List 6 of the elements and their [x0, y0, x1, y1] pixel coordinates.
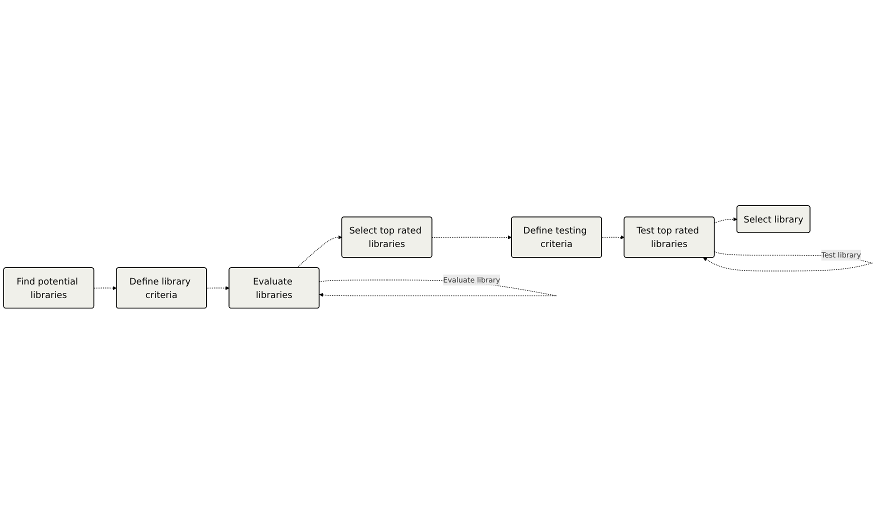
- arrow: [601, 234, 625, 239]
- arrow: [432, 235, 512, 239]
- arrow: [296, 234, 342, 268]
- arrow: [714, 216, 738, 223]
- arrow: [206, 286, 230, 290]
- arrow: [94, 286, 117, 290]
